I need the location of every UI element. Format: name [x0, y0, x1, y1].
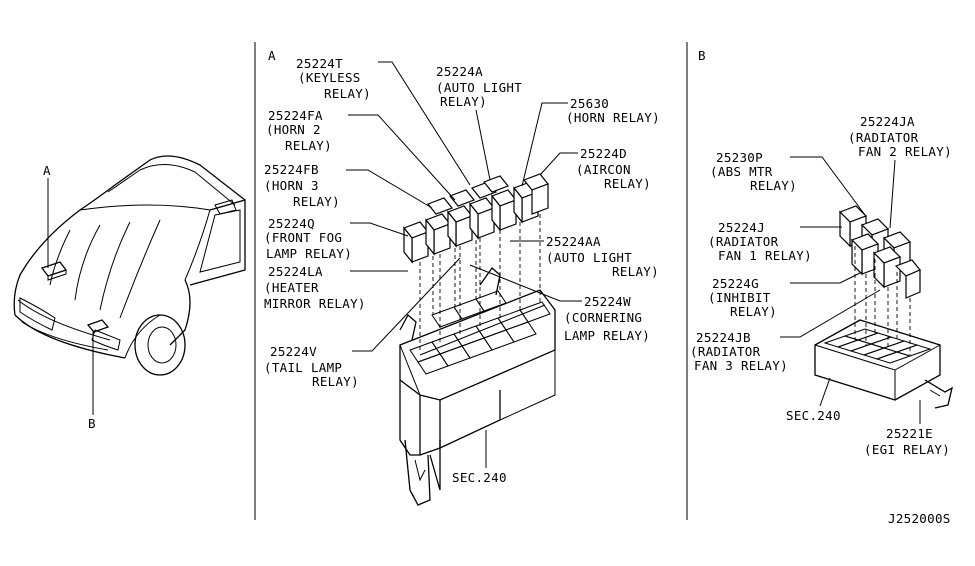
svg-text:25224V: 25224V — [270, 344, 317, 359]
panel-a-letter: A — [268, 48, 276, 63]
label-25224A: 25224A (AUTO LIGHT RELAY) — [436, 64, 522, 109]
svg-text:(AIRCON: (AIRCON — [576, 162, 631, 177]
svg-text:25224A: 25224A — [436, 64, 483, 79]
svg-text:RELAY): RELAY) — [750, 178, 797, 193]
leader-25224W — [469, 264, 582, 302]
leader-25224FB — [346, 169, 433, 209]
label-25224D: 25224D (AIRCON RELAY) — [576, 146, 651, 191]
svg-text:25224G: 25224G — [712, 276, 759, 291]
svg-text:(FRONT FOG: (FRONT FOG — [264, 230, 342, 245]
svg-text:(INHIBIT: (INHIBIT — [708, 290, 771, 305]
svg-text:RELAY): RELAY) — [285, 138, 332, 153]
svg-text:(AUTO LIGHT: (AUTO LIGHT — [546, 250, 632, 265]
svg-text:LAMP RELAY): LAMP RELAY) — [266, 246, 352, 261]
svg-text:(KEYLESS: (KEYLESS — [298, 70, 361, 85]
leader-25224T — [378, 61, 471, 186]
label-25230P: 25230P (ABS MTR RELAY) — [710, 150, 797, 193]
svg-text:25224FA: 25224FA — [268, 108, 323, 123]
panel-b-sec: SEC.240 — [786, 408, 841, 423]
svg-text:(TAIL LAMP: (TAIL LAMP — [264, 360, 342, 375]
svg-text:(RADIATOR: (RADIATOR — [708, 234, 779, 249]
label-25224W: 25224W (CORNERING LAMP RELAY) — [564, 294, 650, 343]
svg-text:RELAY): RELAY) — [604, 176, 651, 191]
leader-25630 — [521, 102, 568, 187]
leader-25224Q — [350, 222, 409, 237]
car-callout-a: A — [43, 163, 51, 178]
svg-text:(EGI RELAY): (EGI RELAY) — [864, 442, 950, 457]
svg-text:RELAY): RELAY) — [730, 304, 777, 319]
svg-text:25230P: 25230P — [716, 150, 763, 165]
svg-text:(ABS MTR: (ABS MTR — [710, 164, 773, 179]
relay-box-a — [399, 267, 556, 506]
car-callout-b: B — [88, 416, 96, 431]
label-25224FB: 25224FB (HORN 3 RELAY) — [264, 162, 340, 209]
label-25224AA: 25224AA (AUTO LIGHT RELAY) — [546, 234, 659, 279]
svg-text:(RADIATOR: (RADIATOR — [848, 130, 919, 145]
label-25630: 25630 (HORN RELAY) — [566, 96, 660, 125]
svg-text:FAN 3 RELAY): FAN 3 RELAY) — [694, 358, 788, 373]
svg-text:RELAY): RELAY) — [612, 264, 659, 279]
label-25224Q: 25224Q (FRONT FOG LAMP RELAY) — [264, 216, 352, 261]
label-25221E: 25221E (EGI RELAY) — [864, 426, 950, 457]
svg-text:25630: 25630 — [570, 96, 609, 111]
relays-b — [838, 205, 921, 355]
svg-text:(HORN RELAY): (HORN RELAY) — [566, 110, 660, 125]
svg-text:FAN 1 RELAY): FAN 1 RELAY) — [718, 248, 812, 263]
leader-25224A — [475, 109, 491, 181]
svg-text:25224FB: 25224FB — [264, 162, 319, 177]
svg-text:25224T: 25224T — [296, 56, 343, 71]
svg-text:(HEATER: (HEATER — [264, 280, 319, 295]
svg-text:25224LA: 25224LA — [268, 264, 323, 279]
svg-text:RELAY): RELAY) — [293, 194, 340, 209]
relay-box-b — [814, 319, 953, 409]
label-25224LA: 25224LA (HEATER MIRROR RELAY) — [264, 264, 366, 311]
svg-text:25224Q: 25224Q — [268, 216, 315, 231]
svg-text:25224W: 25224W — [584, 294, 631, 309]
svg-text:25224D: 25224D — [580, 146, 627, 161]
svg-text:RELAY): RELAY) — [440, 94, 487, 109]
leader-25224JA — [889, 159, 896, 229]
svg-text:FAN 2 RELAY): FAN 2 RELAY) — [858, 144, 952, 159]
svg-text:MIRROR RELAY): MIRROR RELAY) — [264, 296, 366, 311]
label-25224J: 25224J (RADIATOR FAN 1 RELAY) — [708, 220, 812, 263]
label-25224JB: 25224JB (RADIATOR FAN 3 RELAY) — [690, 330, 788, 373]
label-25224T: 25224T (KEYLESS RELAY) — [296, 56, 371, 101]
svg-text:25221E: 25221E — [886, 426, 933, 441]
leader-sec-b — [819, 377, 831, 407]
svg-text:RELAY): RELAY) — [312, 374, 359, 389]
diagram-code: J252000S — [888, 511, 951, 526]
relays-a — [403, 173, 549, 350]
label-25224G: 25224G (INHIBIT RELAY) — [708, 276, 777, 319]
label-25224FA: 25224FA (HORN 2 RELAY) — [266, 108, 332, 153]
svg-text:RELAY): RELAY) — [324, 86, 371, 101]
label-25224JA: 25224JA (RADIATOR FAN 2 RELAY) — [848, 114, 952, 159]
svg-text:(AUTO LIGHT: (AUTO LIGHT — [436, 80, 522, 95]
panel-a-sec: SEC.240 — [452, 470, 507, 485]
svg-text:25224AA: 25224AA — [546, 234, 601, 249]
panel-b-letter: B — [698, 48, 706, 63]
svg-text:(CORNERING: (CORNERING — [564, 310, 642, 325]
leader-25224V — [352, 257, 461, 352]
leader-25224JB — [780, 289, 881, 338]
leader-25224D — [539, 152, 578, 176]
leader-25224G — [790, 271, 863, 284]
svg-text:(RADIATOR: (RADIATOR — [690, 344, 761, 359]
svg-text:25224JA: 25224JA — [860, 114, 915, 129]
svg-text:(HORN 2: (HORN 2 — [266, 122, 321, 137]
svg-text:LAMP RELAY): LAMP RELAY) — [564, 328, 650, 343]
svg-text:(HORN 3: (HORN 3 — [264, 178, 319, 193]
car-illustration — [13, 155, 246, 415]
leader-25230P — [790, 156, 866, 216]
leader-25224FA — [348, 114, 456, 201]
label-25224V: 25224V (TAIL LAMP RELAY) — [264, 344, 359, 389]
svg-text:25224J: 25224J — [718, 220, 765, 235]
svg-text:25224JB: 25224JB — [696, 330, 751, 345]
